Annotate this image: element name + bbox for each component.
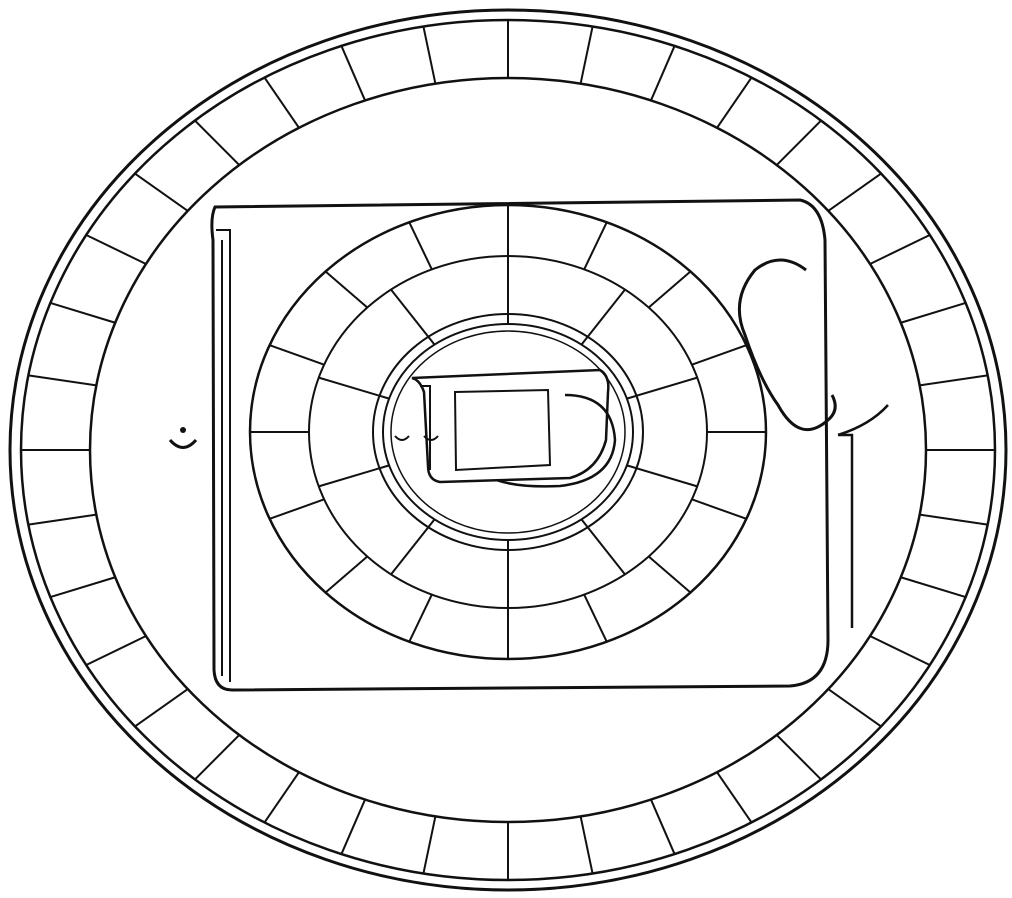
- outer-ring-divider: [870, 235, 930, 264]
- outer-ring-divider: [423, 27, 435, 84]
- outer-ring-divider: [651, 800, 675, 855]
- outer-ring-divider: [581, 27, 593, 84]
- outer-ring-divider: [135, 174, 188, 211]
- outer-ring-divider: [28, 375, 96, 385]
- moon-dot: [180, 427, 186, 433]
- outer-ring-divider: [423, 816, 435, 873]
- outer-ring-divider: [195, 735, 239, 779]
- outer-ring-divider: [341, 46, 365, 101]
- outer-ring-divider: [581, 816, 593, 873]
- moon-mark: [170, 440, 196, 448]
- outer-ring-divider: [50, 303, 115, 323]
- frame-right-pillar: [838, 435, 852, 628]
- outer-ring-divider: [265, 772, 300, 822]
- outer-ring-divider: [135, 689, 188, 726]
- outer-ring-divider: [86, 636, 146, 665]
- outer-ring-divider: [265, 78, 300, 128]
- outer-ring-divider: [901, 303, 966, 323]
- frame-right-arc: [838, 405, 888, 435]
- outer-ring-divider: [341, 800, 365, 855]
- outer-ring-divider: [28, 515, 96, 525]
- outer-ring-divider: [651, 46, 675, 101]
- outer-ring-divider: [920, 375, 988, 385]
- outer-ring-divider: [828, 689, 881, 726]
- outer-ring-divider: [828, 174, 881, 211]
- outer-ring-divider: [50, 577, 115, 597]
- outer-ring-divider: [870, 636, 930, 665]
- outer-ring-divider: [777, 121, 821, 165]
- outer-ring-divider: [717, 78, 752, 128]
- outer-ring-divider: [777, 735, 821, 779]
- outer-ring-divider: [717, 772, 752, 822]
- outer-ring-divider: [195, 121, 239, 165]
- outer-ring-divider: [901, 577, 966, 597]
- outer-ring-divider: [86, 235, 146, 264]
- outer-ring-divider: [920, 515, 988, 525]
